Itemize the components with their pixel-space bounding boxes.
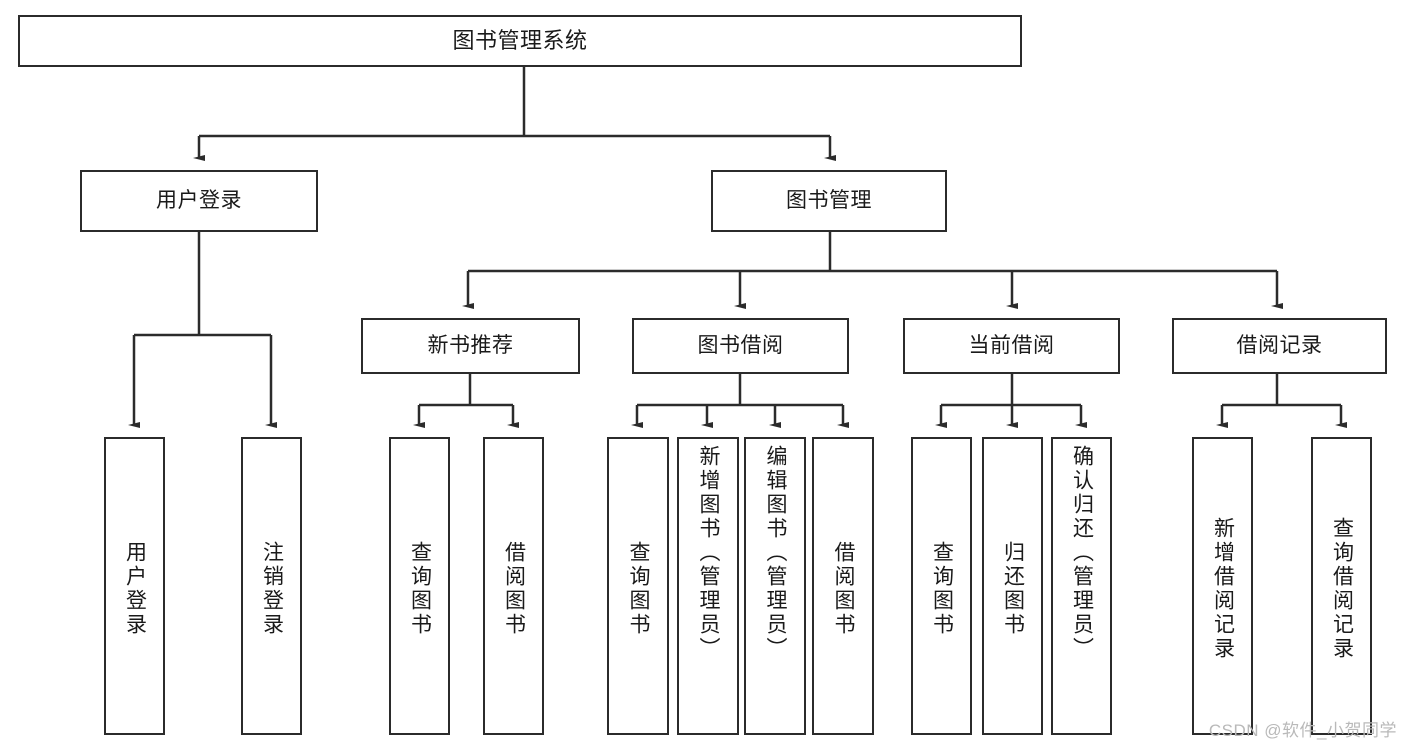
node-leaf-bor-edit-book-label: 编辑图书（管理员） [764,445,788,661]
node-root-system[interactable]: 图书管理系统 [18,15,1022,67]
node-book-manage[interactable]: 图书管理 [711,170,947,232]
node-leaf-cur-query-book-label: 查询图书 [930,541,954,637]
node-user-login[interactable]: 用户登录 [80,170,318,232]
node-leaf-cur-return-book-label: 归还图书 [1001,541,1025,637]
node-leaf-bor-query-book-label: 查询图书 [627,541,651,637]
node-leaf-rec-query-record-label: 查询借阅记录 [1330,517,1354,661]
connector-user-login-to-leaves [128,232,277,428]
node-current-borrow-label: 当前借阅 [968,333,1055,357]
node-leaf-rec-add-record-label: 新增借阅记录 [1211,517,1235,661]
node-leaf-bor-add-book[interactable]: 新增图书（管理员） [677,437,739,735]
node-leaf-rec-query-record[interactable]: 查询借阅记录 [1311,437,1372,735]
connector-root-to-level2 [193,67,836,161]
node-leaf-bor-edit-book[interactable]: 编辑图书（管理员） [744,437,806,735]
node-user-login-label: 用户登录 [156,188,242,212]
node-current-borrow[interactable]: 当前借阅 [903,318,1120,374]
node-leaf-user-login-label: 用户登录 [123,541,147,637]
node-leaf-rec-add-record[interactable]: 新增借阅记录 [1192,437,1253,735]
node-leaf-cur-confirm-return[interactable]: 确认归还（管理员） [1051,437,1112,735]
node-root-label: 图书管理系统 [452,28,588,54]
node-leaf-cur-return-book[interactable]: 归还图书 [982,437,1043,735]
node-leaf-user-logout[interactable]: 注销登录 [241,437,302,735]
node-book-manage-label: 图书管理 [786,188,872,212]
node-leaf-bor-add-book-label: 新增图书（管理员） [697,445,721,661]
node-leaf-rec-borrow-book-label: 借阅图书 [502,541,526,637]
node-leaf-user-login[interactable]: 用户登录 [104,437,165,735]
node-leaf-bor-query-book[interactable]: 查询图书 [607,437,669,735]
node-leaf-user-logout-label: 注销登录 [260,541,284,637]
node-book-borrow[interactable]: 图书借阅 [632,318,849,374]
connector-borrow-record-to-leaves [1216,374,1347,428]
node-leaf-bor-borrow-book-label: 借阅图书 [832,541,856,637]
node-leaf-cur-confirm-return-label: 确认归还（管理员） [1070,445,1094,661]
node-leaf-rec-borrow-book[interactable]: 借阅图书 [483,437,544,735]
node-borrow-record-label: 借阅记录 [1236,333,1323,357]
node-leaf-cur-query-book[interactable]: 查询图书 [911,437,972,735]
connector-current-borrow-to-leaves [935,374,1087,428]
connector-new-book-recommend-to-leaves [413,374,519,428]
node-leaf-bor-borrow-book[interactable]: 借阅图书 [812,437,874,735]
node-new-book-recommend-label: 新书推荐 [427,333,514,357]
node-borrow-record[interactable]: 借阅记录 [1172,318,1387,374]
node-leaf-rec-query-book-label: 查询图书 [408,541,432,637]
node-leaf-rec-query-book[interactable]: 查询图书 [389,437,450,735]
connector-book-borrow-to-leaves [631,374,849,428]
node-book-borrow-label: 图书借阅 [697,333,784,357]
node-new-book-recommend[interactable]: 新书推荐 [361,318,580,374]
connector-book-manage-to-level3 [462,232,1283,309]
